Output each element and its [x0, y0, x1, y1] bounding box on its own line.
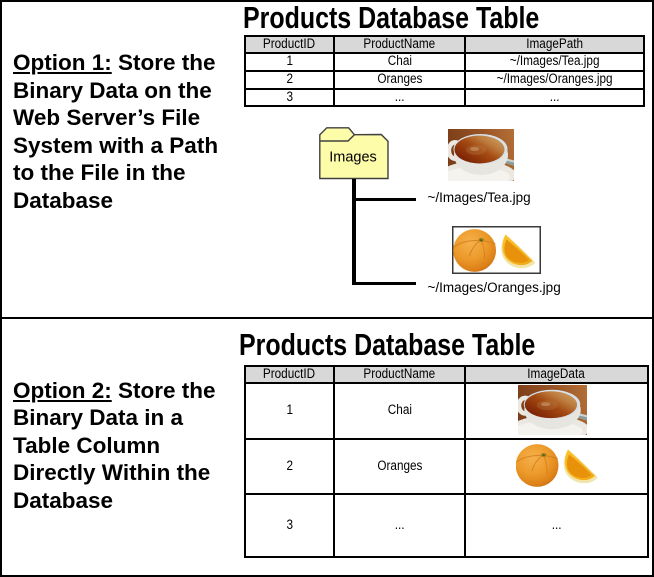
svg-text:Images: Images — [329, 150, 377, 166]
